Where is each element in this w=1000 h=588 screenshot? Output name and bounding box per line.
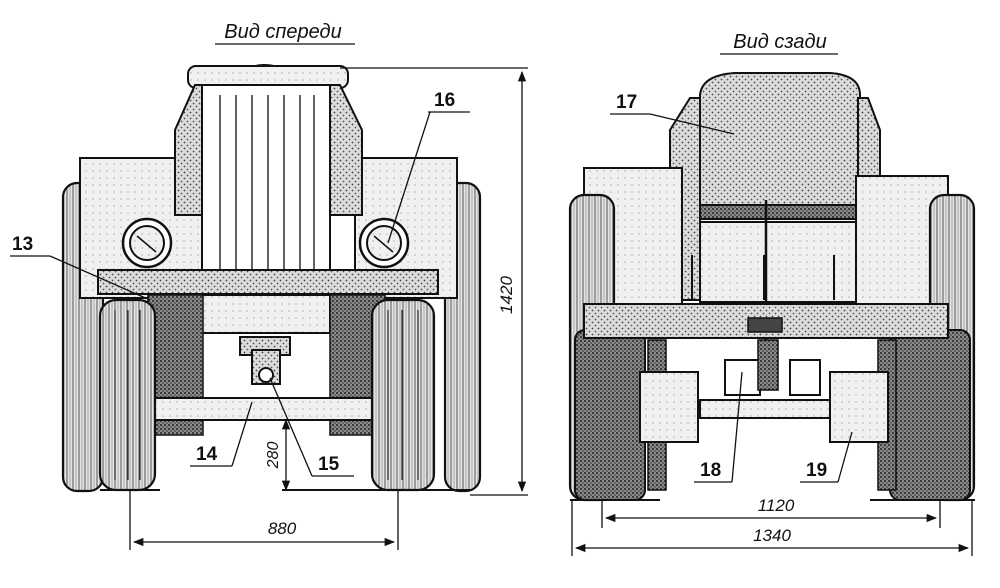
front-wheel-treads [114,310,419,480]
right-final-drive-box [829,371,889,443]
left-final-drive-box [639,371,699,443]
front-track-dimension-label: 880 [268,519,297,538]
front-right-wheel [370,298,436,492]
clearance-dimension-label: 280 [265,442,282,470]
rear-right-wheel-dark [889,329,971,501]
callout-14-leader [231,401,253,467]
callout-18-leader [731,371,743,483]
rear-view-title: Вид сзади [733,31,826,53]
callout-15-leader [269,377,313,477]
front-lower-housing [199,294,331,334]
seat-back [699,72,862,213]
differential-center [757,339,779,391]
right-headlight [358,217,410,269]
rear-view: Вид сзади [568,31,976,556]
pivot-bolt [258,367,274,383]
differential-right [789,359,821,396]
front-view-title: Вид спереди [224,21,341,43]
callout-13: 13 [12,234,33,255]
callout-19-leader [837,431,853,483]
callout-19: 19 [806,460,827,481]
callout-13-leader [49,255,151,301]
hitch-plate [747,317,783,333]
height-dimension-label: 1420 [497,276,516,314]
rear-track-dimension-label: 1120 [758,496,795,515]
seat-cushion-edge [699,204,861,220]
left-headlight [121,217,173,269]
front-view: Вид спереди [10,21,528,550]
radiator-grille [201,84,331,298]
front-frame-bar [97,269,439,295]
callout-16-leader [387,111,431,244]
seat-support-frame [699,221,859,303]
differential-left [724,359,761,396]
callout-17: 17 [616,92,637,113]
callout-17-leader [649,113,735,135]
callout-14: 14 [196,444,218,465]
grille-slats [219,95,315,285]
right-column [329,84,363,216]
callout-15: 15 [318,454,340,475]
callout-16: 16 [434,90,455,111]
front-axle-beam [149,397,381,421]
rear-left-wheel-dark [574,329,646,501]
rear-axle-housing [699,399,831,419]
rear-width-dimension-label: 1340 [753,526,791,545]
left-column [174,84,206,216]
seat-springs [691,255,835,300]
callout-18: 18 [700,460,721,481]
